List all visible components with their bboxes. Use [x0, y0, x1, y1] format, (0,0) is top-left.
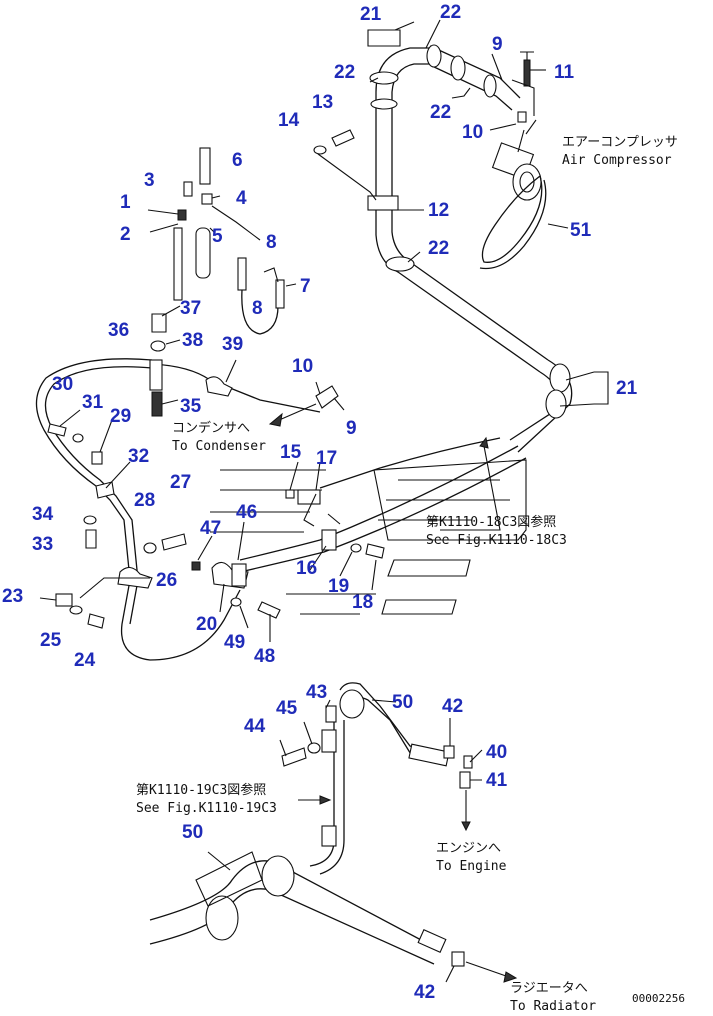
part-number-9: 9	[346, 418, 357, 439]
part-number-40: 40	[486, 742, 507, 763]
lower-hose-assembly	[149, 682, 518, 983]
part-number-7: 7	[300, 276, 311, 297]
part-number-10: 10	[462, 122, 483, 143]
part-number-35: 35	[180, 396, 202, 417]
part-number-41: 41	[486, 770, 508, 791]
part-number-8: 8	[266, 232, 277, 253]
caption-radiator-en: To Radiator	[510, 999, 596, 1014]
part-number-21: 21	[360, 4, 382, 25]
upper-pipe-assembly	[367, 19, 609, 453]
part-number-22: 22	[430, 102, 451, 123]
caption-air-compressor-jp: エアーコンプレッサ	[562, 135, 678, 150]
part-number-26: 26	[156, 570, 177, 591]
caption-radiator-jp: ラジエータへ	[510, 981, 588, 996]
part-number-21: 21	[616, 378, 638, 399]
caption-condenser-jp: コンデンサへ	[172, 420, 250, 436]
caption-engine-jp: エンジンへ	[436, 841, 501, 856]
drawing-number: 00002256	[632, 992, 685, 1005]
part-number-4: 4	[236, 188, 247, 209]
part-number-labels: 21 22 22 9 11 22 10 13 14 12 22 51 21 6 …	[2, 2, 638, 1003]
part-number-5: 5	[212, 226, 223, 247]
engine-outline-shapes	[210, 459, 527, 615]
part-number-9: 9	[492, 34, 503, 55]
part-number-27: 27	[170, 472, 191, 493]
fittings-9-10-11	[489, 51, 546, 131]
part-number-37: 37	[180, 298, 201, 319]
part-number-36: 36	[108, 320, 129, 341]
part-number-22: 22	[334, 62, 355, 83]
part-number-38: 38	[182, 330, 203, 351]
part-number-29: 29	[110, 406, 131, 427]
switch-assembly-1-8	[147, 147, 297, 335]
part-number-44: 44	[244, 716, 266, 737]
part-number-45: 45	[276, 698, 298, 719]
caption-see-fig2-en: See Fig.K1110-19C3	[136, 801, 277, 816]
part-number-20: 20	[196, 614, 217, 635]
part-number-50: 50	[182, 822, 203, 843]
part-number-30: 30	[52, 374, 73, 395]
part-number-25: 25	[40, 630, 62, 651]
part-number-23: 23	[2, 586, 23, 607]
caption-air-compressor-en: Air Compressor	[562, 153, 672, 168]
part-number-18: 18	[352, 592, 373, 613]
part-number-14: 14	[278, 110, 300, 131]
part-number-39: 39	[222, 334, 243, 355]
part-number-15: 15	[280, 442, 302, 463]
part-number-22: 22	[428, 238, 449, 259]
part-number-43: 43	[306, 682, 327, 703]
bolt-13-washer-14	[313, 129, 377, 201]
part-number-13: 13	[312, 92, 333, 113]
part-number-50: 50	[392, 692, 413, 713]
condenser-fitting	[268, 381, 345, 427]
part-number-24: 24	[74, 650, 96, 671]
part-number-42: 42	[414, 982, 435, 1003]
part-number-17: 17	[316, 448, 337, 469]
caption-see-fig2-jp: 第K1110-19C3図参照	[136, 782, 266, 798]
part-number-11: 11	[554, 62, 575, 83]
left-hose-loop	[35, 358, 321, 661]
part-number-51: 51	[570, 220, 592, 241]
air-compressor-51	[479, 119, 569, 270]
part-number-31: 31	[82, 392, 104, 413]
part-number-10: 10	[292, 356, 313, 377]
part-number-32: 32	[128, 446, 149, 467]
part-number-2: 2	[120, 224, 131, 245]
caption-see-fig1-en: See Fig.K1110-18C3	[426, 533, 567, 548]
part-number-48: 48	[254, 646, 275, 667]
part-number-8: 8	[252, 298, 263, 319]
part-number-49: 49	[224, 632, 245, 653]
part-number-16: 16	[296, 558, 317, 579]
part-number-22: 22	[440, 2, 461, 23]
part-number-12: 12	[428, 200, 449, 221]
part-number-28: 28	[134, 490, 155, 511]
part-number-3: 3	[144, 170, 155, 191]
bolt-37-washer-38	[150, 305, 181, 352]
part-number-47: 47	[200, 518, 221, 539]
caption-engine-en: To Engine	[436, 859, 507, 874]
part-number-34: 34	[32, 504, 54, 525]
caption-condenser-en: To Condenser	[172, 439, 266, 454]
part-number-46: 46	[236, 502, 257, 523]
caption-see-fig1-jp: 第K1110-18C3図参照	[426, 514, 556, 530]
part-number-19: 19	[328, 576, 349, 597]
part-number-1: 1	[120, 192, 131, 213]
part-number-33: 33	[32, 534, 53, 555]
part-number-6: 6	[232, 150, 243, 171]
part-number-42: 42	[442, 696, 463, 717]
